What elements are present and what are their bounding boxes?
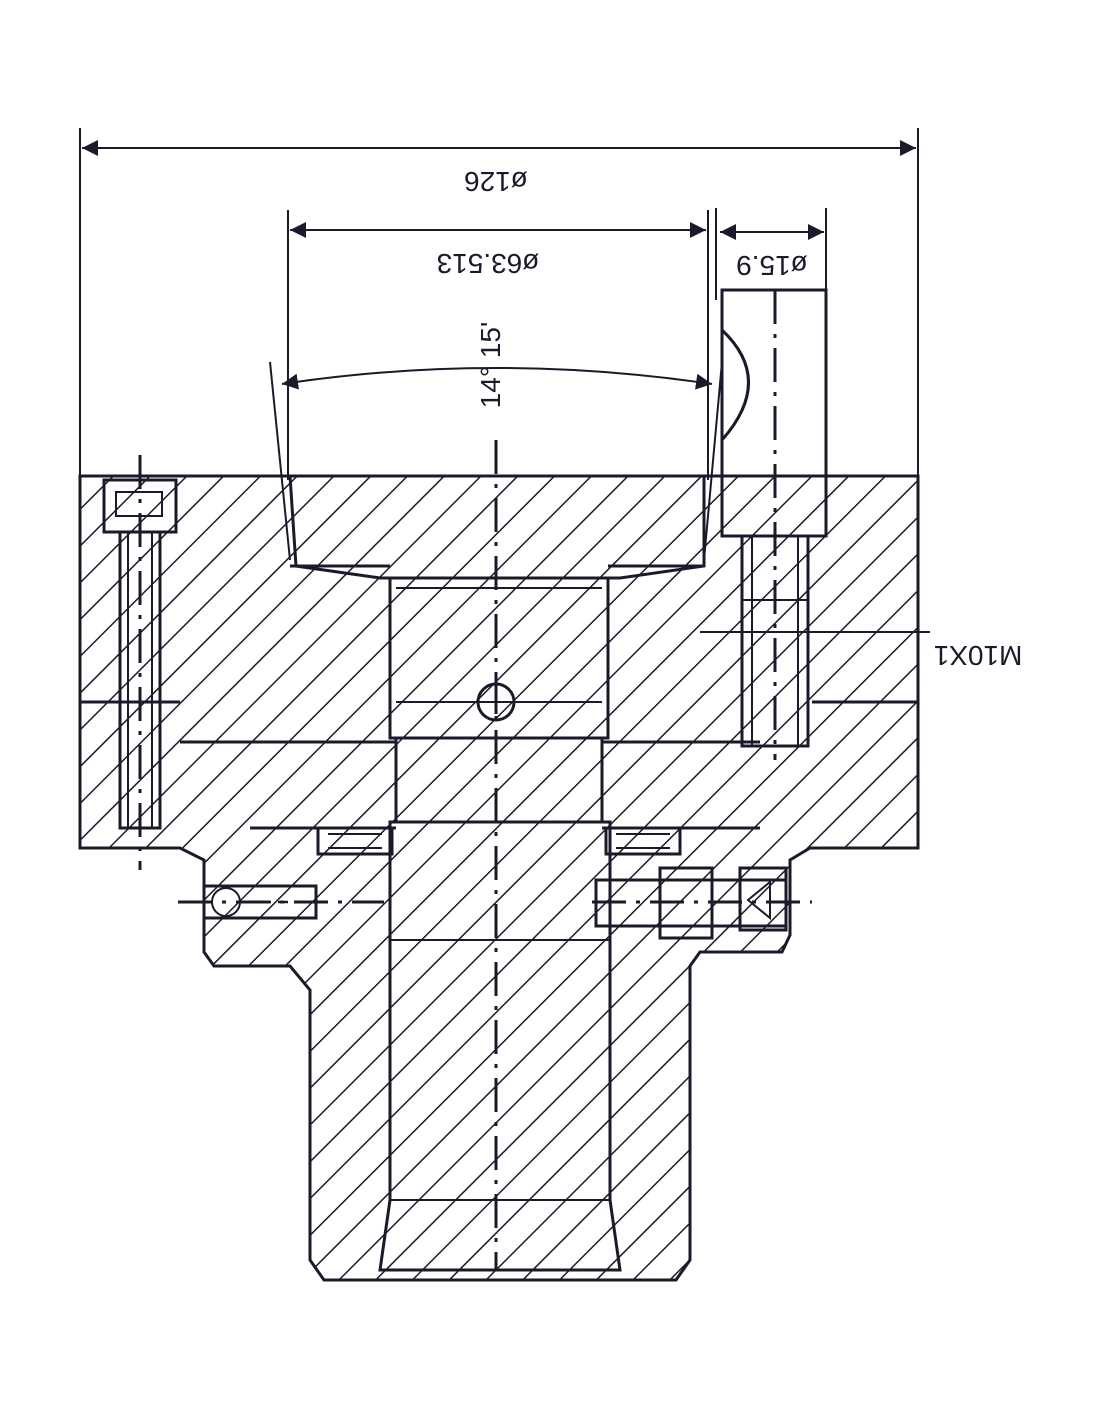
bearings [316, 826, 682, 856]
center-axis [476, 440, 516, 1270]
bore-diameter-label: ø63.513 [437, 248, 540, 279]
right-pin: M10X1 [700, 288, 1023, 760]
left-set-screw [178, 884, 384, 920]
pin-diameter-dimension: ø15.9 [715, 208, 827, 300]
taper-angle-label: 14° 15' [475, 322, 506, 409]
left-cap-screw [102, 455, 178, 870]
thread-label: M10X1 [934, 640, 1023, 671]
right-side-screw [592, 866, 812, 940]
pin-diameter-label: ø15.9 [736, 250, 808, 281]
upper-flange [78, 474, 920, 1282]
outer-diameter-dimension: ø126 [79, 128, 919, 480]
outer-diameter-label: ø126 [464, 166, 528, 197]
bore-diameter-dimension: ø63.513 [287, 210, 709, 480]
